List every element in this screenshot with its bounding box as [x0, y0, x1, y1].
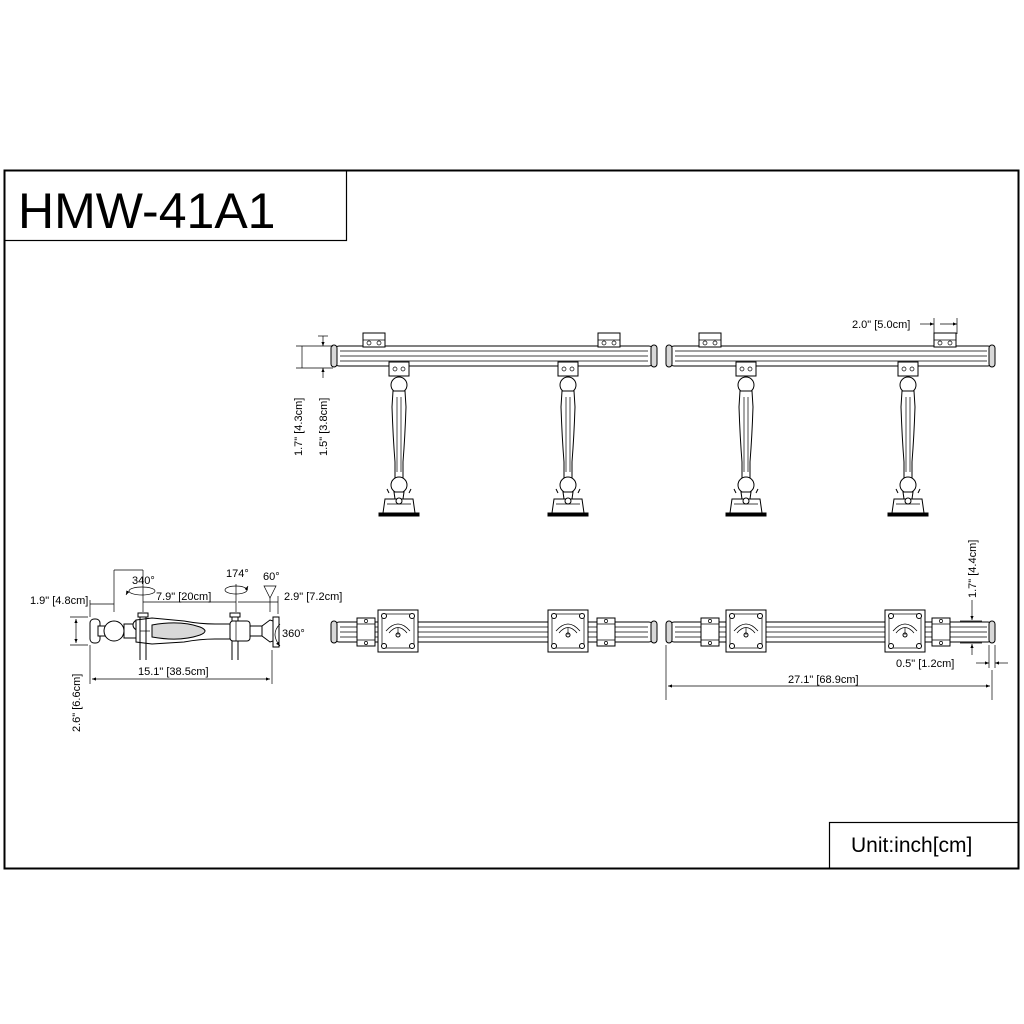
dim-top-bar-depth: 1.7" [4.4cm] — [967, 540, 979, 598]
front-view-left-bar — [330, 344, 658, 368]
side-view-dimensions: 1.9" [4.8cm] 340° 174° 7.9" [20cm] 60° 2… — [30, 568, 342, 732]
dimension-bar-height: 1.7" [4.3cm] 1.5" [3.8cm] — [293, 335, 333, 456]
clamp-bracket — [698, 332, 722, 348]
unit-box — [828, 821, 1020, 870]
bar-clamp — [700, 617, 720, 647]
dim-rotation-arm: 340° — [132, 575, 155, 587]
monitor-arm — [378, 361, 420, 517]
title-box — [3, 169, 348, 242]
clamp-bracket — [597, 332, 621, 348]
vesa-plate — [884, 609, 926, 653]
monitor-arm — [887, 361, 929, 517]
dim-bar-height-outer: 1.7" [4.3cm] — [293, 398, 305, 456]
clamp-bracket — [933, 332, 957, 348]
drawing-frame — [3, 169, 1020, 870]
dim-bar-height-inner: 1.5" [3.8cm] — [318, 398, 330, 456]
vesa-plate — [377, 609, 419, 653]
dim-total-arm-length: 15.1" [38.5cm] — [138, 666, 209, 678]
monitor-arm — [725, 361, 767, 517]
dimension-bracket-width: 2.0" [5.0cm] — [852, 318, 958, 334]
vesa-plate — [547, 609, 589, 653]
dim-offset-left: 1.9" [4.8cm] — [30, 595, 88, 607]
vesa-plate — [725, 609, 767, 653]
dim-rotation-plate: 360° — [282, 628, 305, 640]
clamp-bracket — [362, 332, 386, 348]
dim-head-depth: 2.9" [7.2cm] — [284, 591, 342, 603]
bar-clamp — [931, 617, 951, 647]
front-view-right-bar — [665, 344, 996, 368]
top-view-dimensions: 1.7" [4.4cm] 0.5" [1.2cm] 27.1" [68.9cm] — [665, 540, 1008, 700]
dim-rotation-head: 174° — [226, 568, 249, 580]
dim-mount-height: 2.6" [6.6cm] — [71, 674, 83, 732]
bar-clamp — [596, 617, 616, 647]
side-view-arm — [89, 612, 280, 660]
monitor-arm — [547, 361, 589, 517]
unit-label: Unit:inch[cm] — [851, 834, 972, 857]
dim-total-bar-length: 27.1" [68.9cm] — [788, 674, 859, 686]
dim-arm-length: 7.9" [20cm] — [156, 591, 211, 603]
dim-end-cap: 0.5" [1.2cm] — [896, 658, 954, 670]
dim-bracket-width: 2.0" [5.0cm] — [852, 319, 910, 331]
dim-tilt-angle: 60° — [263, 571, 280, 583]
bar-clamp — [356, 617, 376, 647]
model-title: HMW-41A1 — [18, 183, 275, 239]
